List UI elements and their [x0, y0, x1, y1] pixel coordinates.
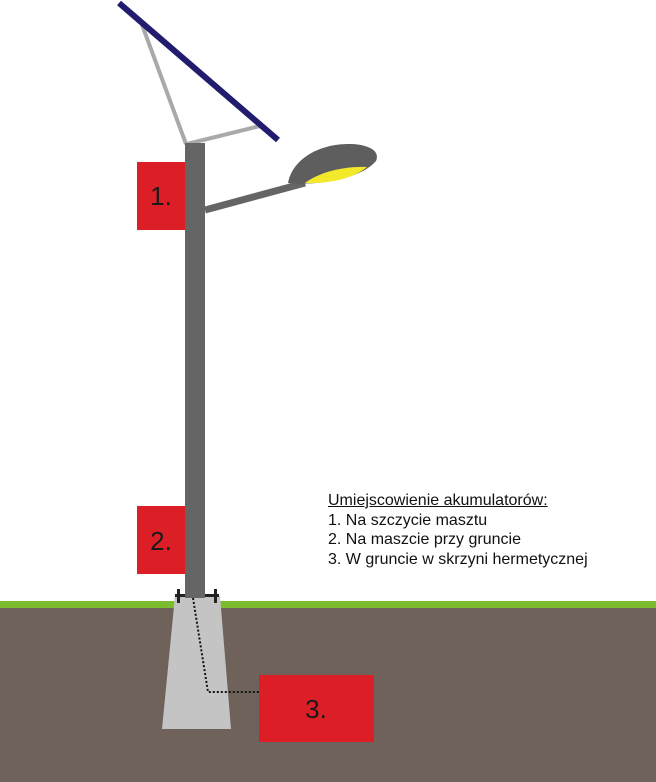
panel-bracket-arm	[139, 21, 188, 145]
legend-item: 3. W gruncie w skrzyni hermetycznej	[328, 550, 588, 568]
anchor-bolt	[177, 589, 180, 603]
legend-item: 2. Na maszcie przy gruncie	[328, 531, 521, 548]
anchor-bolt	[214, 589, 217, 603]
panel-bracket-arm	[186, 124, 261, 146]
legend: Umiejscowienie akumulatorów: 1. Na szczy…	[328, 491, 588, 569]
concrete-foundation	[162, 596, 231, 729]
pole	[185, 143, 205, 598]
battery-box-1	[137, 162, 185, 230]
battery-box-3	[259, 675, 374, 742]
legend-item: 1. Na szczycie masztu	[328, 511, 488, 529]
solar-panel	[117, 0, 280, 143]
lamp-arm	[204, 179, 306, 214]
legend-title: Umiejscowienie akumulatorów:	[328, 492, 548, 509]
grass-strip	[0, 601, 656, 608]
lamp-light	[305, 166, 367, 184]
battery-cable	[192, 597, 259, 693]
battery-box-2	[137, 506, 185, 574]
